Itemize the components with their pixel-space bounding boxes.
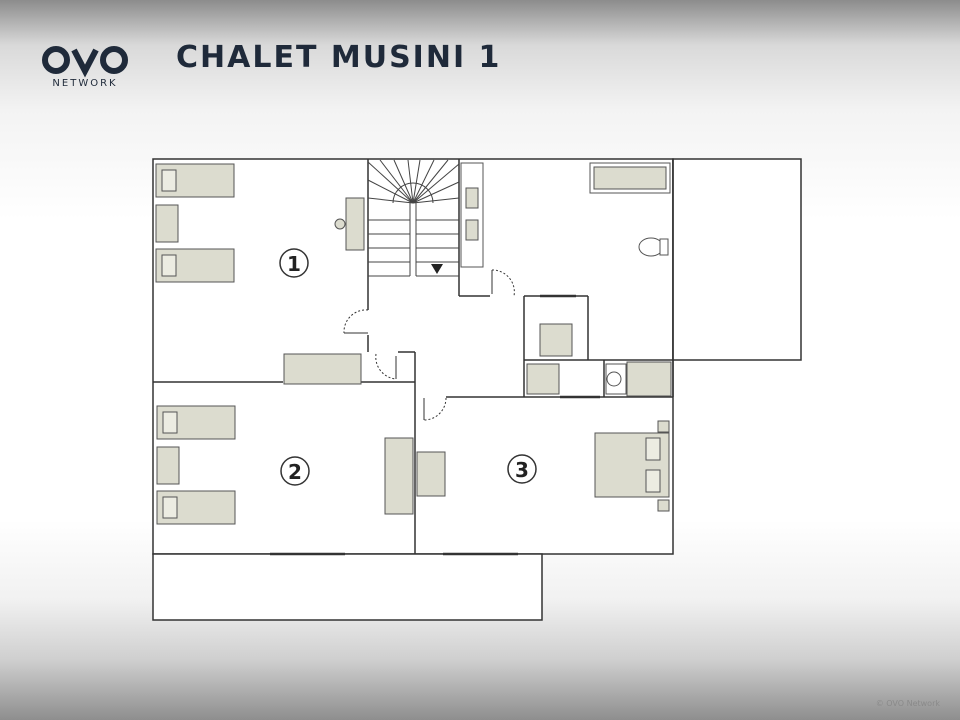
svg-text:1: 1 <box>287 252 301 276</box>
windows <box>270 294 600 556</box>
copyright-credit: © OVO Network <box>875 699 940 708</box>
stair-direction-arrow <box>431 264 443 274</box>
room-label-3: 3 <box>507 454 537 484</box>
svg-text:2: 2 <box>288 460 302 484</box>
staircase <box>367 159 460 277</box>
doors <box>343 269 515 421</box>
interior-walls <box>153 159 674 554</box>
page-title: CHALET MUSINI 1 <box>176 40 502 75</box>
ovo-logo-icon <box>42 46 128 78</box>
furniture <box>155 162 672 525</box>
brand-wordmark: NETWORK <box>52 78 118 89</box>
room-label-1: 1 <box>279 248 309 278</box>
svg-text:3: 3 <box>515 458 529 482</box>
room-label-2: 2 <box>280 456 310 486</box>
